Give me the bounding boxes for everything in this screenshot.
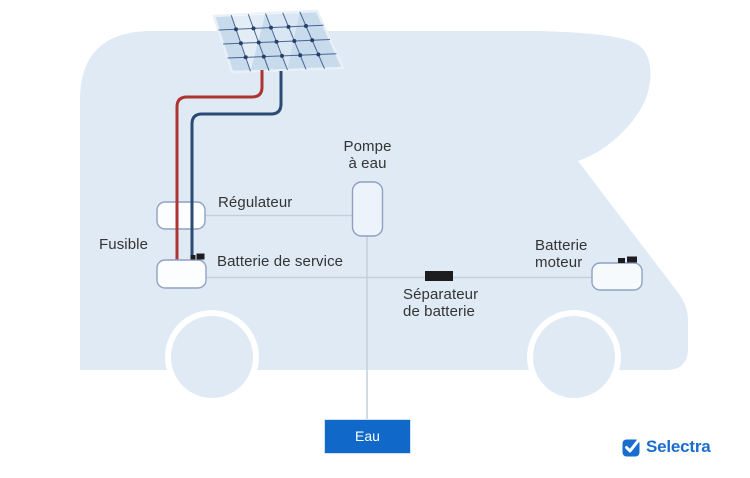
fuse-box — [156, 201, 206, 230]
selectra-check-icon — [622, 439, 640, 456]
label-regulator: Régulateur — [218, 194, 293, 211]
selectra-logo: Selectra — [622, 437, 711, 457]
label-fuse: Fusible — [99, 236, 149, 253]
rear-wheel — [165, 310, 259, 404]
label-battery-separator: Séparateur de batterie — [403, 286, 479, 320]
service-battery-box — [156, 253, 207, 289]
water-tank-box: Eau — [325, 420, 410, 453]
engine-battery-box — [591, 256, 643, 291]
solar-panel-icon — [212, 9, 345, 74]
label-water-pump: Pompe à eau — [343, 138, 392, 172]
label-service-battery: Batterie de service — [217, 253, 344, 270]
battery-separator-icon — [425, 271, 453, 281]
negative-wire — [190, 71, 283, 257]
label-engine-battery: Batterie moteur — [535, 237, 588, 271]
positive-wire — [175, 70, 264, 261]
water-pump-box — [351, 181, 384, 237]
van-silhouette — [80, 31, 688, 370]
connector-lines — [205, 214, 592, 420]
panel-grid-dots — [234, 24, 321, 60]
selectra-logo-text: Selectra — [646, 437, 711, 456]
front-wheel — [527, 310, 621, 404]
